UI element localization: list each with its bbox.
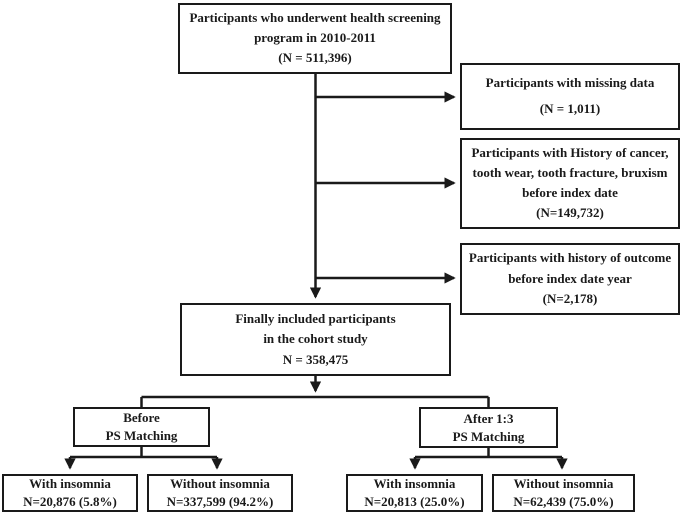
box-included-cohort: Finally included participants in the coh… (180, 303, 451, 376)
box-excluded-missing-data: Participants with missing data (N = 1,01… (460, 63, 680, 130)
box-text-line: N=337,599 (94.2%) (166, 494, 274, 509)
box-text-line: Participants with history of outcome (468, 250, 672, 266)
box-text-line: Without insomnia (170, 476, 270, 492)
box-text-line: Participants with History of cancer, (471, 145, 669, 161)
box-excluded-history: Participants with History of cancer, too… (460, 138, 680, 229)
box-text-line: before index date (522, 185, 618, 201)
box-text-line: (N=149,732) (536, 205, 604, 220)
box-text-line: Finally included participants (235, 310, 396, 326)
box-text-line: before index date year (508, 270, 632, 286)
box-text-line: Without insomnia (513, 476, 614, 492)
box-text-line: N = 358,475 (282, 351, 349, 367)
box-text-line: (N = 511,396) (278, 50, 352, 66)
box-text-line: (N=2,178) (542, 290, 598, 306)
box-after-without-insomnia: Without insomnia N=62,439 (75.0%) (492, 474, 635, 512)
box-before-ps-matching: Before PS Matching (73, 407, 210, 447)
box-text-line: Participants who underwent health screen… (189, 10, 441, 26)
box-text-line: N=62,439 (75.0%) (513, 494, 614, 509)
box-text-line: With insomnia (373, 476, 456, 492)
box-text-line: After 1:3 (463, 410, 514, 426)
box-after-with-insomnia: With insomnia N=20,813 (25.0%) (346, 474, 483, 512)
box-after-ps-matching: After 1:3 PS Matching (419, 407, 558, 448)
box-text-line: PS Matching (452, 428, 525, 444)
box-text-line: tooth wear, tooth fracture, bruxism (472, 165, 668, 181)
box-text-line: PS Matching (105, 428, 178, 443)
box-text-line: (N = 1,011) (539, 100, 601, 116)
box-screening-population: Participants who underwent health screen… (178, 3, 452, 74)
box-text-line: Participants with missing data (485, 75, 655, 91)
box-text-line: N=20,876 (5.8%) (23, 494, 117, 509)
box-text-line: Before (123, 410, 160, 426)
box-excluded-outcome: Participants with history of outcome bef… (460, 243, 680, 315)
box-text-line: N=20,813 (25.0%) (364, 494, 465, 509)
box-text-line: program in 2010-2011 (254, 30, 376, 46)
box-text-line: in the cohort study (263, 331, 368, 347)
box-before-without-insomnia: Without insomnia N=337,599 (94.2%) (147, 474, 293, 512)
box-before-with-insomnia: With insomnia N=20,876 (5.8%) (2, 474, 138, 512)
box-text-line: With insomnia (29, 476, 111, 492)
